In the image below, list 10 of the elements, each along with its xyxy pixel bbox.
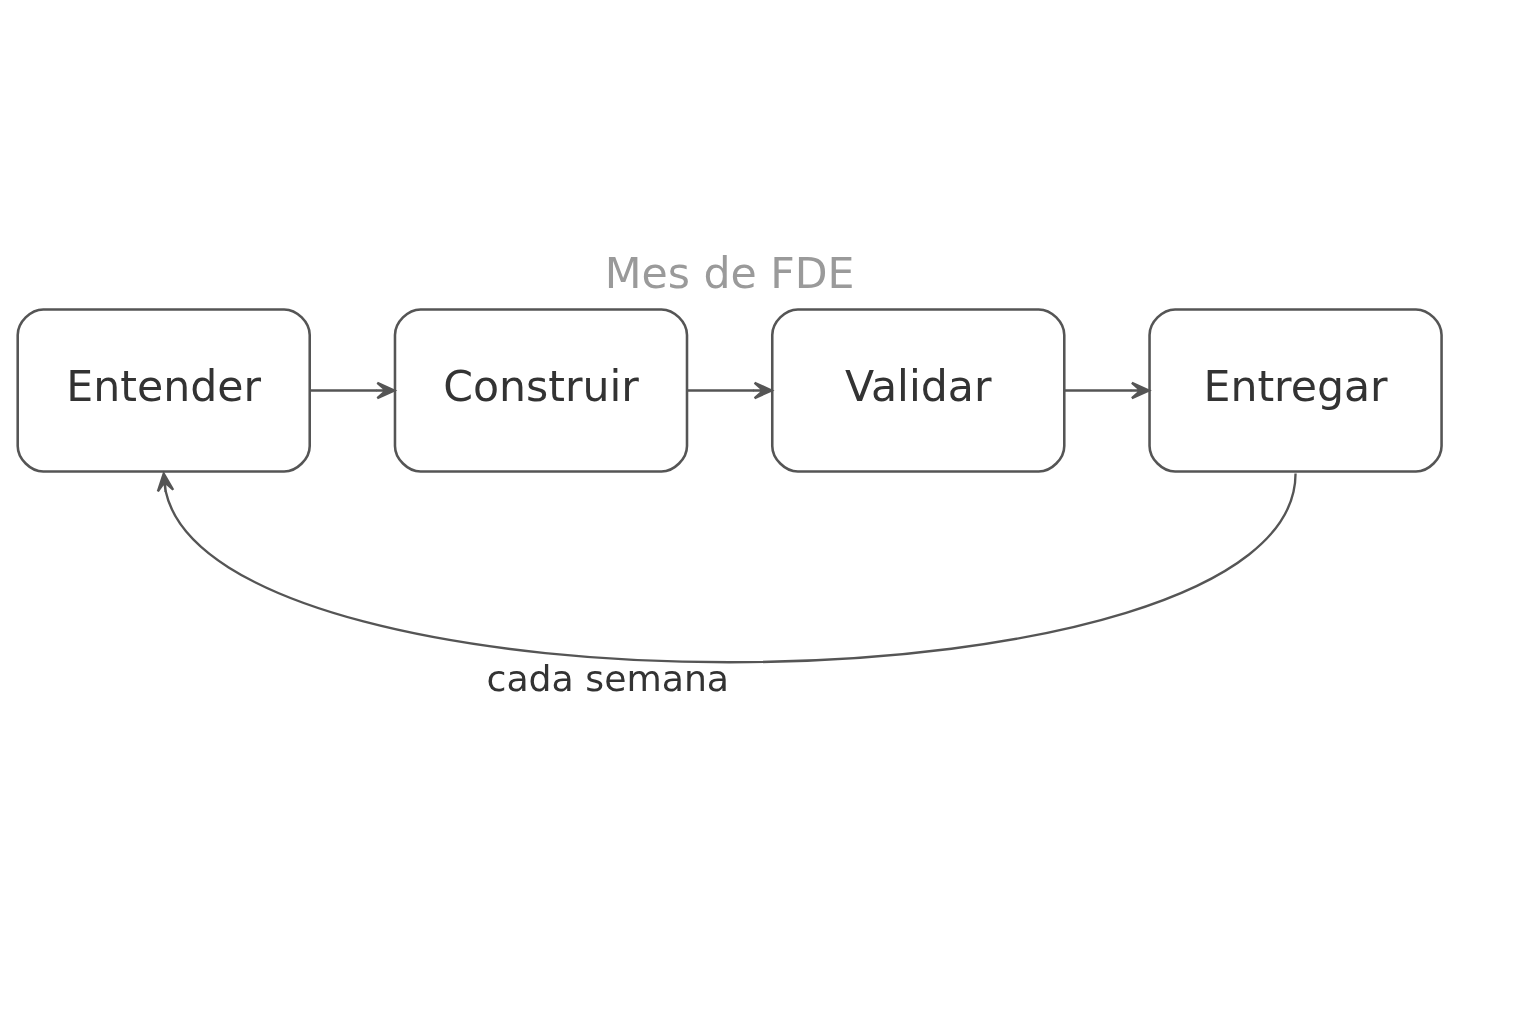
node-box: Validar bbox=[771, 307, 1066, 473]
diagram-title: Mes de FDE bbox=[604, 247, 855, 298]
arrow bbox=[687, 381, 773, 399]
node-box: Entender bbox=[16, 307, 311, 473]
node-box: Construir bbox=[393, 307, 689, 473]
edge-label: cada semana bbox=[486, 656, 730, 700]
arrow bbox=[1064, 381, 1151, 399]
node-box: Entregar bbox=[1148, 307, 1443, 473]
arrow bbox=[310, 381, 396, 399]
arrow bbox=[156, 471, 1297, 663]
